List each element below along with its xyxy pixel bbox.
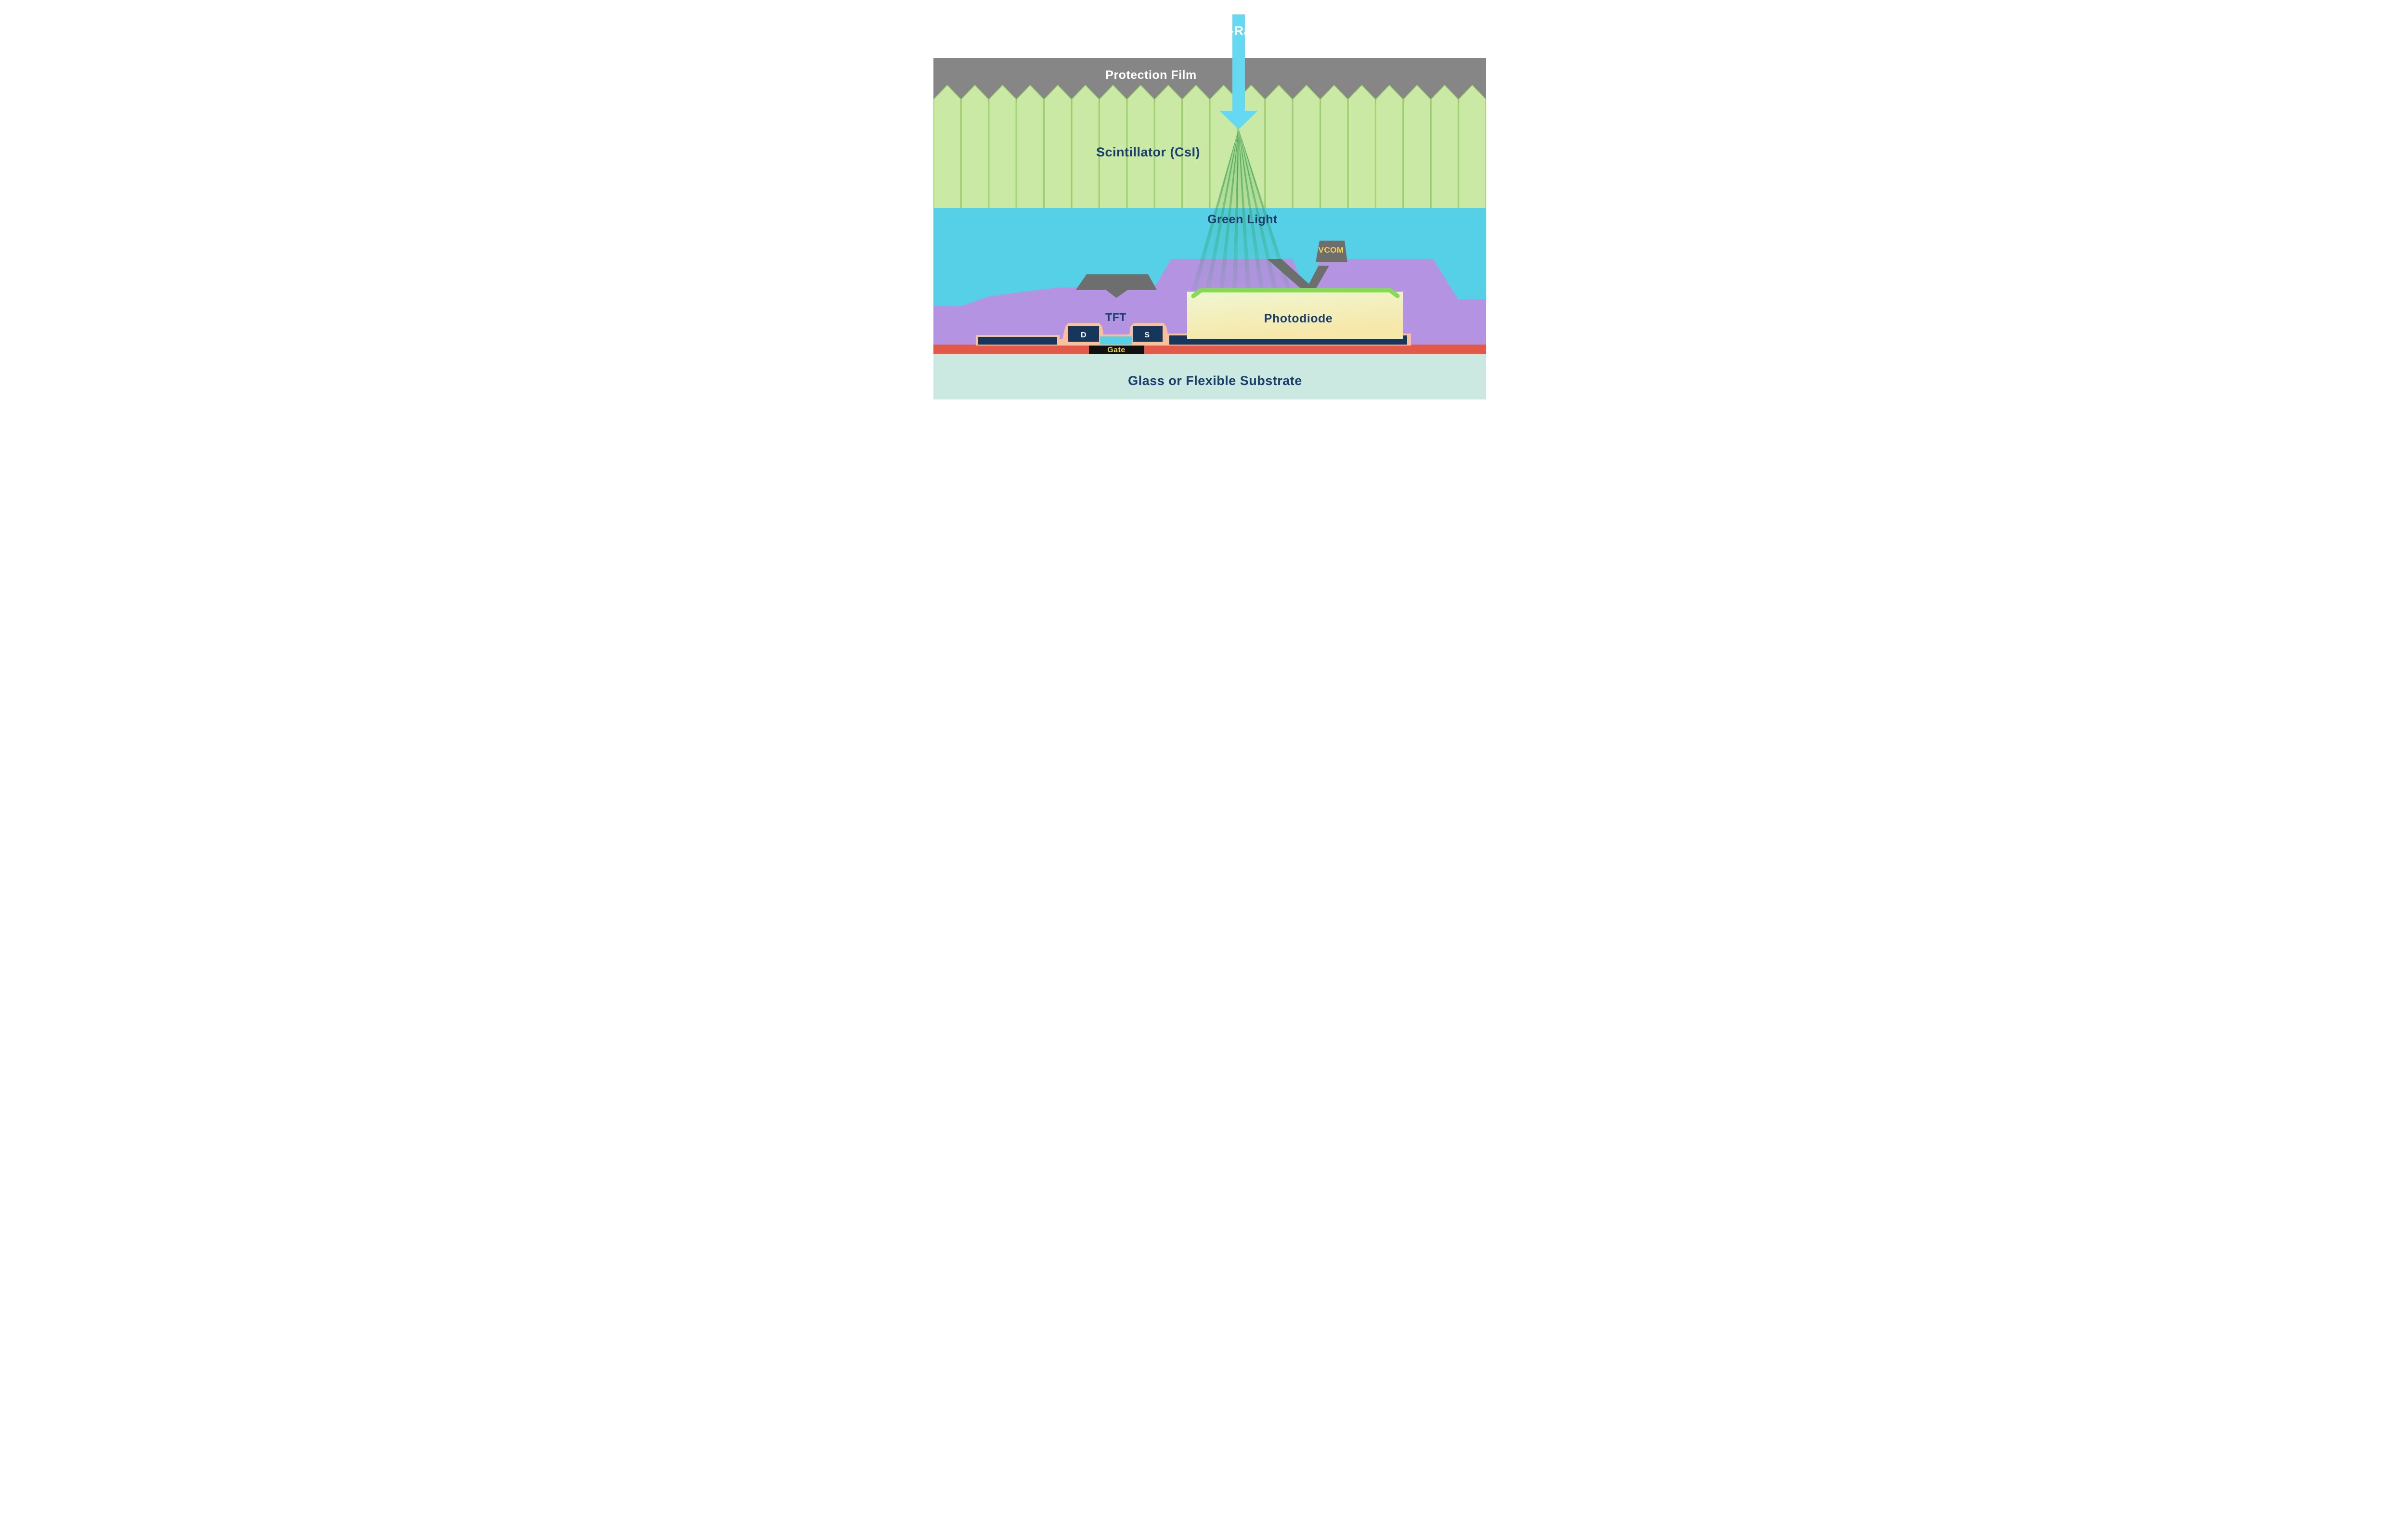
scintillator-column <box>1403 84 1431 209</box>
green-light-label: Green Light <box>1207 213 1278 226</box>
scintillator-column <box>1071 84 1099 209</box>
photodiode-label: Photodiode <box>1264 312 1332 325</box>
scintillator-column <box>960 84 989 209</box>
light-shield-metal <box>1075 274 1157 298</box>
scintillator-column <box>1375 84 1403 209</box>
gate-line-layer <box>933 345 1486 354</box>
green-light-cone <box>1191 129 1292 290</box>
gate-label: Gate <box>1107 346 1126 354</box>
scintillator-column <box>1044 84 1072 209</box>
scintillator-column <box>1347 84 1375 209</box>
scintillator-column <box>1320 84 1348 209</box>
xray-arrow-head <box>1219 111 1258 129</box>
xray-detector-cross-section-diagram: X-Ray Protection Film Scintillator (CsI)… <box>832 0 1575 417</box>
protection-film-label: Protection Film <box>1105 68 1196 82</box>
diagram-canvas: X-Ray Protection Film Scintillator (CsI)… <box>933 14 1486 399</box>
tft-channel <box>1100 336 1132 345</box>
tft-drain-contact <box>1068 326 1099 342</box>
vcom-electrode-pad <box>1315 241 1347 262</box>
scintillator-column <box>1458 84 1486 209</box>
xray-label: X-Ray <box>1220 24 1258 38</box>
tft-drain-label: D <box>1080 331 1086 339</box>
scintillator-layer <box>933 84 1486 209</box>
protection-film-layer <box>933 58 1486 102</box>
photodiode-body <box>1187 292 1403 339</box>
tft-source-label: S <box>1144 331 1150 339</box>
substrate-label: Glass or Flexible Substrate <box>1128 373 1302 388</box>
xray-arrow-shaft <box>1232 14 1245 112</box>
vcom-label: VCOM <box>1318 245 1344 255</box>
scintillator-label: Scintillator (CsI) <box>1096 145 1200 159</box>
scintillator-column <box>988 84 1016 209</box>
tft-source-contact <box>1132 326 1163 342</box>
photodiode-top-electrode <box>1191 288 1399 298</box>
green-light-rays <box>1191 129 1292 290</box>
scintillator-column <box>1292 84 1320 209</box>
scintillator-column <box>933 84 961 209</box>
substrate-layer <box>933 354 1486 399</box>
scintillator-column <box>1016 84 1044 209</box>
left-electrode-metal <box>978 337 1057 345</box>
gate-electrode <box>1088 346 1144 354</box>
scintillator-column <box>1430 84 1459 209</box>
scintillator-column <box>1265 84 1293 209</box>
tft-label: TFT <box>1105 311 1126 323</box>
